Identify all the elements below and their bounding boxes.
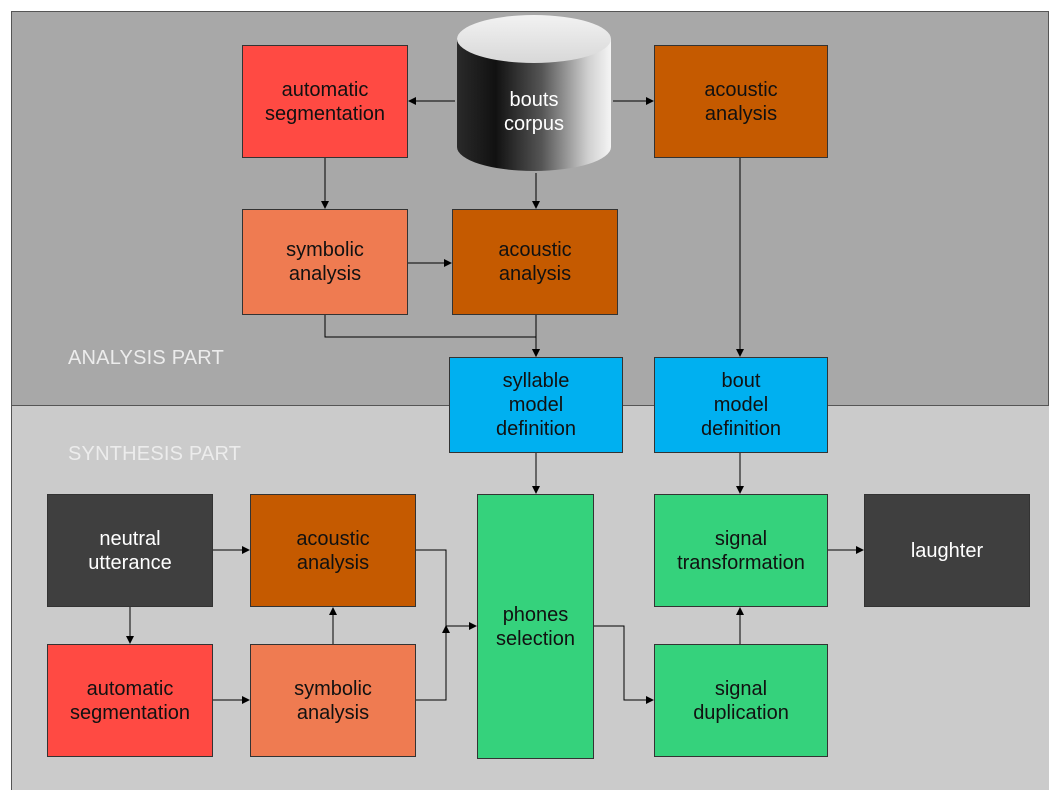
- arrow-symbolic-to-phones-selection: [416, 625, 450, 701]
- signal-duplication-box: signal duplication: [654, 644, 828, 757]
- bout-model-definition-box: bout model definition: [654, 357, 828, 453]
- analysis-acoustic-analysis-mid-box: acoustic analysis: [452, 209, 618, 315]
- bouts-corpus-database-icon: [457, 15, 611, 171]
- synthesis-part-label: SYNTHESIS PART: [68, 443, 242, 465]
- arrow-acoustic-to-phones-selection: [416, 549, 477, 630]
- laughter-box: laughter: [864, 494, 1030, 607]
- syllable-model-definition-box: syllable model definition: [449, 357, 623, 453]
- analysis-automatic-segmentation-box: automatic segmentation: [242, 45, 408, 158]
- analysis-acoustic-analysis-top-box: acoustic analysis: [654, 45, 828, 158]
- neutral-utterance-box: neutral utterance: [47, 494, 213, 607]
- signal-transformation-box: signal transformation: [654, 494, 828, 607]
- synthesis-acoustic-analysis-box: acoustic analysis: [250, 494, 416, 607]
- analysis-symbolic-analysis-box: symbolic analysis: [242, 209, 408, 315]
- arrow-symbolic-to-syllable-model: [324, 315, 540, 357]
- arrow-phones-selection-to-signal-duplication: [594, 625, 654, 704]
- synthesis-automatic-segmentation-box: automatic segmentation: [47, 644, 213, 757]
- phones-selection-box: phones selection: [477, 494, 594, 759]
- analysis-part-label: ANALYSIS PART: [68, 347, 224, 369]
- synthesis-symbolic-analysis-box: symbolic analysis: [250, 644, 416, 757]
- bouts-corpus-label: bouts corpus: [503, 89, 565, 135]
